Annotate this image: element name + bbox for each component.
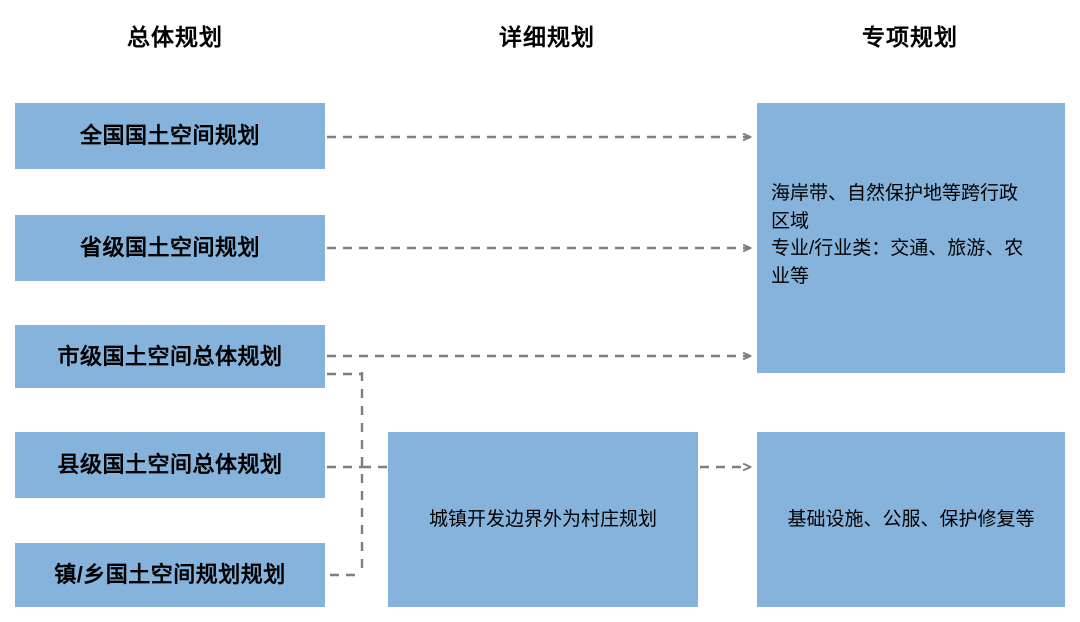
box-municipal[interactable]: 市级国土空间总体规划 xyxy=(15,325,325,388)
box-cross-regional-line-2: 区域 xyxy=(771,210,810,232)
box-cross-regional-line-1: 海岸带、自然保护地等跨行政 xyxy=(771,183,1019,204)
box-cross-regional-line-4: 业等 xyxy=(771,265,810,287)
box-infrastructure[interactable]: 基础设施、公服、保护修复等 xyxy=(757,432,1065,607)
box-village-label: 城镇开发边界外为村庄规划 xyxy=(428,508,657,530)
box-cross-regional-text: 海岸带、自然保护地等跨行政 区域 专业/行业类：交通、旅游、农 业等 xyxy=(771,180,1063,290)
box-national[interactable]: 全国国土空间规划 xyxy=(15,103,325,169)
column-header-overall: 总体规划 xyxy=(127,24,223,50)
box-national-label: 全国国土空间规划 xyxy=(79,123,260,149)
box-cross-regional-line-3: 专业/行业类：交通、旅游、农 xyxy=(771,238,1024,260)
box-county-label: 县级国土空间总体规划 xyxy=(57,452,283,478)
box-infrastructure-label: 基础设施、公服、保护修复等 xyxy=(787,508,1035,530)
box-provincial-label: 省级国土空间规划 xyxy=(79,235,260,261)
box-provincial[interactable]: 省级国土空间规划 xyxy=(15,215,325,281)
box-cross-regional[interactable]: 海岸带、自然保护地等跨行政 区域 专业/行业类：交通、旅游、农 业等 xyxy=(757,103,1065,373)
column-header-special: 专项规划 xyxy=(862,24,958,50)
box-town[interactable]: 镇/乡国土空间规划规划 xyxy=(15,543,325,607)
box-municipal-label: 市级国土空间总体规划 xyxy=(57,343,283,369)
box-town-label: 镇/乡国土空间规划规划 xyxy=(54,562,286,588)
box-county[interactable]: 县级国土空间总体规划 xyxy=(15,432,325,498)
column-header-detailed: 详细规划 xyxy=(499,24,595,50)
box-village[interactable]: 城镇开发边界外为村庄规划 xyxy=(388,432,698,607)
